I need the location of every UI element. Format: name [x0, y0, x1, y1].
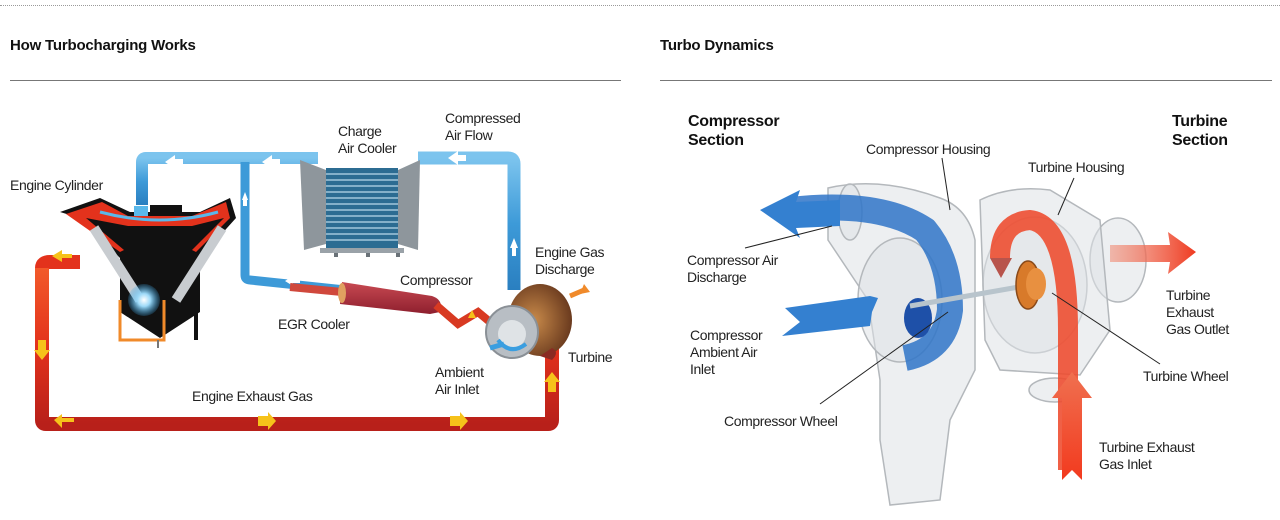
- exhaust-flow-arrows: [34, 250, 560, 430]
- charge-air-pipe: [136, 151, 521, 295]
- turbocharging-system-diagram: [34, 151, 590, 431]
- flow-arrow: [52, 250, 72, 262]
- leader-line-compressor-wheel: [819, 311, 949, 405]
- compressor-discharge-arrow: [760, 190, 840, 238]
- turbine-exhaust-flow: [990, 209, 1196, 480]
- turbine-inlet-arrow: [1052, 372, 1092, 480]
- label-turbine-wheel: Turbine Wheel: [1143, 368, 1229, 384]
- flow-arrow: [258, 412, 276, 430]
- right-panel-title: Turbo Dynamics: [660, 37, 774, 54]
- charge-air-cooler-illustration: [300, 160, 420, 257]
- leader-line-compressor-housing: [941, 157, 951, 211]
- flow-arrow: [34, 340, 50, 360]
- turbine-outlet-arrow: [1110, 232, 1196, 274]
- label-engine-exhaust-gas: Engine Exhaust Gas: [192, 388, 313, 404]
- compressor-inlet-arrow: [782, 296, 878, 336]
- exhaust-pipe-loop: [35, 255, 559, 431]
- engine-cylinder-illustration: [60, 198, 236, 348]
- label-egr-cooler: EGR Cooler: [278, 316, 350, 332]
- label-charge-air-cooler: Charge Air Cooler: [338, 123, 397, 156]
- compressor-section-header: Compressor Section: [688, 113, 780, 149]
- leader-line-turbine-housing: [1057, 177, 1075, 216]
- right-panel-rule: [660, 80, 1272, 81]
- flow-arrow: [285, 276, 300, 286]
- label-compressor: Compressor: [400, 272, 473, 288]
- flow-arrow: [544, 372, 560, 392]
- flow-arrow: [54, 414, 74, 428]
- label-compressor-air-discharge: Compressor Air Discharge: [687, 252, 778, 285]
- leader-line-compressor-air-discharge: [744, 225, 833, 249]
- flow-arrow: [262, 155, 280, 169]
- left-panel-title: How Turbocharging Works: [10, 37, 196, 54]
- air-flow-arrows: [165, 151, 518, 286]
- label-turbine-housing: Turbine Housing: [1028, 159, 1125, 175]
- label-compressor-housing: Compressor Housing: [866, 141, 991, 157]
- label-engine-cylinder: Engine Cylinder: [10, 177, 103, 193]
- label-compressor-ambient-air-inlet: Compressor Ambient Air Inlet: [690, 327, 763, 377]
- flow-arrow: [165, 155, 183, 169]
- egr-cooler-illustration: [289, 282, 493, 329]
- top-dotted-divider: [0, 5, 1280, 6]
- leader-line-turbine-wheel: [1051, 292, 1161, 365]
- leader-lines: [744, 157, 1161, 405]
- label-engine-gas-discharge: Engine Gas Discharge: [535, 244, 605, 277]
- flow-arrow: [450, 412, 468, 430]
- label-compressor-wheel: Compressor Wheel: [724, 413, 838, 429]
- label-turbine-exhaust-gas-outlet: Turbine Exhaust Gas Outlet: [1166, 287, 1229, 337]
- turbocharger-illustration: [485, 284, 590, 360]
- flow-arrow: [510, 238, 518, 256]
- flow-arrow: [448, 151, 466, 165]
- label-turbine-exhaust-gas-inlet: Turbine Exhaust Gas Inlet: [1099, 439, 1195, 472]
- label-ambient-air-inlet: Ambient Air Inlet: [435, 364, 484, 397]
- turbo-shaft-and-wheels: [909, 260, 1046, 310]
- left-panel-rule: [10, 80, 621, 81]
- compressor-airflow: [760, 190, 964, 371]
- flow-arrow: [468, 310, 476, 318]
- label-compressed-air-flow: Compressed Air Flow: [445, 110, 521, 143]
- label-turbine: Turbine: [568, 349, 613, 365]
- flow-arrow: [242, 192, 248, 206]
- turbine-section-header: Turbine Section: [1172, 113, 1228, 149]
